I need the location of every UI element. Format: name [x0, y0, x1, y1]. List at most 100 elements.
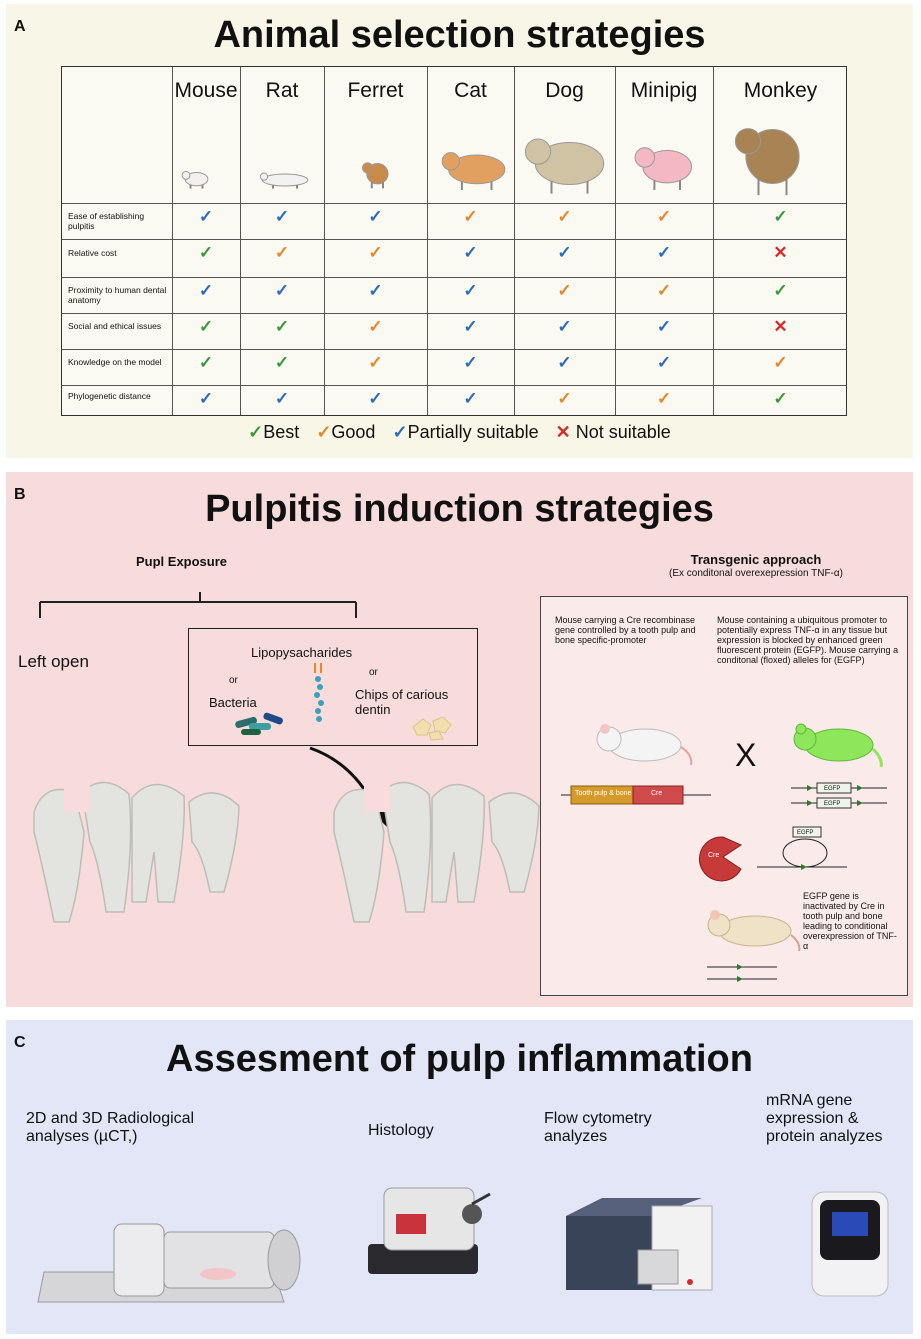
suitability-mark-partial: ✓ [656, 353, 672, 372]
suitability-mark-good: ✓ [368, 317, 383, 336]
suitability-mark-best: ✓ [773, 207, 788, 226]
cross-symbol: X [735, 737, 757, 773]
suitability-mark-partial: ✓ [463, 353, 478, 372]
panel-title: Animal selection strategies [213, 14, 706, 56]
suitability-mark-partial: ✓ [463, 389, 478, 408]
transgenic-title: Transgenic approach [690, 552, 822, 567]
column-divider [324, 67, 325, 415]
suitability-mark-partial: ✓ [656, 317, 672, 336]
panel-letter: C [14, 1034, 26, 1051]
cre-label: Cre [651, 790, 663, 797]
animal-name-monkey: Monkey [743, 79, 818, 102]
exposed-teeth-left [33, 772, 240, 923]
legend-good: ✓Good [316, 422, 376, 442]
panel-title: Assesment of pulp inflammation [166, 1038, 753, 1080]
suitability-mark-partial: ✓ [274, 207, 290, 226]
egfp-label-2: EGFP [824, 801, 841, 807]
pulp-exposure-label: Pupl Exposure [136, 554, 228, 569]
row-divider [62, 313, 846, 314]
panel-assessment: C Assesment of pulp inflammation 2D and … [6, 1020, 913, 1334]
column-divider [240, 67, 241, 415]
transgenic-subtitle: (Ex conditonal overexepression TNF-α) [669, 568, 843, 579]
tooth-pulp-bone-label: Tooth pulp & bone [575, 790, 632, 797]
suitability-mark-good: ✓ [368, 353, 383, 372]
beige-mouse-icon [707, 910, 801, 951]
row-divider [62, 385, 846, 386]
cat-icon [441, 152, 506, 191]
suitability-mark-partial: ✓ [274, 281, 290, 300]
suitability-mark-partial: ✓ [557, 353, 572, 372]
suitability-mark-partial: ✓ [368, 207, 383, 226]
suitability-mark-best: ✓ [773, 281, 788, 300]
panel-animal-selection: A Animal selection strategies Mouse Rat … [6, 4, 913, 458]
suitability-mark-good: ✓ [656, 389, 672, 408]
lps-icon [314, 663, 324, 722]
row-divider [62, 277, 846, 278]
bacteria-label: Bacteria [209, 695, 257, 710]
criterion-label: Knowledge on the model [68, 357, 162, 367]
suitability-mark-best: ✓ [274, 353, 290, 372]
cre-construct [561, 785, 711, 805]
panel-pulpitis-induction: B Pulpitis induction strategies Pupl Exp… [6, 472, 913, 1007]
panel-letter: A [14, 18, 26, 35]
rat-icon [259, 172, 309, 189]
suitability-mark-good: ✓ [368, 243, 383, 262]
dog-icon [524, 138, 605, 194]
suitability-mark-best: ✓ [198, 243, 214, 262]
suitability-mark-best: ✓ [198, 317, 214, 336]
white-mouse-icon [596, 724, 693, 766]
column-divider [427, 67, 428, 415]
animal-name-dog: Dog [545, 79, 584, 102]
suitability-mark-good: ✓ [656, 207, 672, 226]
column-divider [172, 67, 173, 415]
column-divider [615, 67, 616, 415]
suitability-mark-partial: ✓ [274, 389, 290, 408]
animal-name-minipig: Minipig [630, 79, 698, 102]
suitability-mark-good: ✓ [463, 207, 478, 226]
monkey-icon [734, 128, 800, 196]
suitability-mark-best: ✓ [274, 317, 290, 336]
column-divider [514, 67, 515, 415]
suitability-mark-good: ✓ [557, 207, 572, 226]
suitability-mark-partial: ✓ [557, 317, 572, 336]
legend-not: ✕ Not suitable [555, 422, 671, 442]
suitability-mark-partial: ✓ [198, 389, 214, 408]
pcr-machine-icon [811, 1191, 889, 1297]
legend-best: ✓Best [248, 422, 300, 442]
criterion-label: Ease of establishing pulpitis [68, 211, 145, 231]
legend: ✓Best ✓Good ✓Partially suitable ✕ Not su… [6, 422, 913, 443]
dentin-chips-icon [412, 716, 452, 741]
suitability-mark-partial: ✓ [557, 243, 572, 262]
recombined-construct [707, 964, 777, 982]
micro-ct-scanner-icon [37, 1223, 301, 1303]
criterion-label: Proximity to human dental anatomy [68, 285, 167, 305]
lps-label: Lipopysacharides [251, 645, 353, 660]
suitability-mark-best: ✓ [773, 389, 788, 408]
method-mrna: mRNA gene expression & protein analyzes [766, 1092, 883, 1145]
row-divider [62, 239, 846, 240]
chips-label: Chips of carious dentin [355, 687, 449, 717]
green-mouse-icon [793, 723, 883, 768]
animal-name-rat: Rat [265, 79, 299, 102]
microtome-icon [368, 1187, 491, 1274]
suitability-mark-partial: ✓ [656, 243, 672, 262]
or-label: or [229, 675, 238, 686]
method-flow-cytometry: Flow cytometry analyzes [544, 1110, 652, 1145]
suitability-mark-partial: ✓ [198, 207, 214, 226]
legend-partial: ✓Partially suitable [392, 422, 539, 442]
egfp-label: EGFP [824, 786, 841, 792]
mouse-cre-text: Mouse carrying a Cre recombinase gene co… [555, 615, 696, 645]
suitability-mark-partial: ✓ [368, 389, 383, 408]
suitability-mark-partial: ✓ [463, 243, 478, 262]
suitability-mark-best: ✓ [198, 353, 214, 372]
row-divider [62, 349, 846, 350]
suitability-mark-not: ✕ [773, 243, 788, 262]
suitability-mark-good: ✓ [557, 281, 572, 300]
exposed-teeth-right [333, 772, 540, 923]
left-open-label: Left open [18, 652, 89, 671]
or-label-2: or [369, 667, 378, 678]
bacteria-icon [235, 712, 283, 735]
suitability-mark-good: ✓ [274, 243, 290, 262]
egfp-constructs [791, 782, 887, 809]
ferret-icon [362, 162, 389, 189]
